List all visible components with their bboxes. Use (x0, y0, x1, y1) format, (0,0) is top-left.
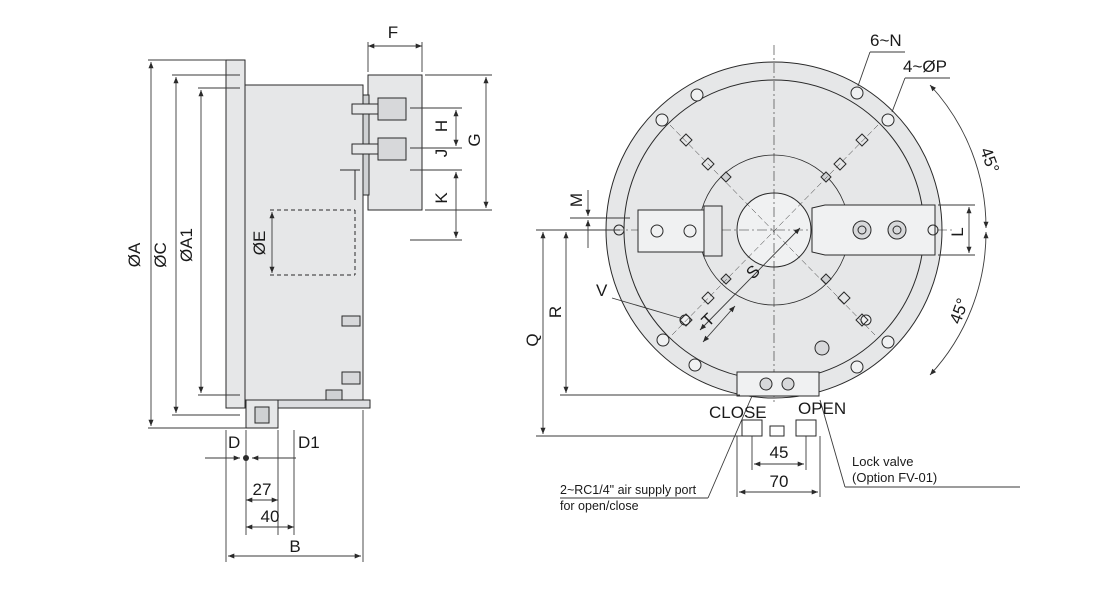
right-jaw (811, 204, 936, 256)
label-d1: D1 (298, 433, 320, 452)
side-dimensions (148, 42, 492, 562)
label-q: Q (523, 333, 542, 346)
label-oa1: ØA1 (177, 228, 196, 262)
label-n: 6~N (870, 31, 902, 50)
label-air-port-2: for open/close (560, 499, 639, 513)
d-point (243, 455, 249, 461)
label-f: F (388, 23, 398, 42)
side-labels: ØA ØC ØA1 ØE F H J K G D D1 27 40 B (125, 23, 484, 556)
side-fitting-2 (341, 371, 361, 385)
label-j: J (432, 149, 451, 158)
fitting-upper (377, 97, 407, 121)
fitting-lower (377, 137, 407, 161)
label-oe: ØE (250, 231, 269, 256)
label-45: 45 (770, 443, 789, 462)
label-close: CLOSE (709, 403, 767, 422)
label-oc: ØC (151, 242, 170, 268)
front-dimensions (536, 51, 1020, 499)
label-g: G (465, 133, 484, 146)
label-d: D (228, 433, 240, 452)
label-oa: ØA (125, 242, 144, 267)
left-jaw (637, 209, 709, 253)
label-p: 4~ØP (903, 57, 947, 76)
label-m: M (567, 193, 586, 207)
side-lower-body (244, 399, 371, 409)
bolt-holes (655, 86, 895, 374)
label-27: 27 (253, 480, 272, 499)
label-l: L (948, 227, 967, 236)
label-open: OPEN (798, 399, 846, 418)
label-45-top: 45° (976, 145, 1003, 176)
label-70: 70 (770, 472, 789, 491)
label-air-port-1: 2~RC1/4" air supply port (560, 483, 697, 497)
label-h: H (432, 120, 451, 132)
port-block (736, 371, 820, 397)
side-body (244, 84, 364, 401)
label-45-bottom: 45° (946, 296, 973, 327)
side-flange (225, 59, 246, 409)
label-r: R (546, 306, 565, 318)
label-lock-2: (Option FV-01) (852, 470, 937, 485)
side-fitting-1 (341, 315, 361, 327)
label-k: K (432, 192, 451, 204)
label-v: V (596, 281, 608, 300)
front-view (595, 45, 955, 437)
side-view (225, 59, 423, 429)
label-40: 40 (261, 507, 280, 526)
label-lock-1: Lock valve (852, 454, 913, 469)
label-b: B (289, 537, 300, 556)
